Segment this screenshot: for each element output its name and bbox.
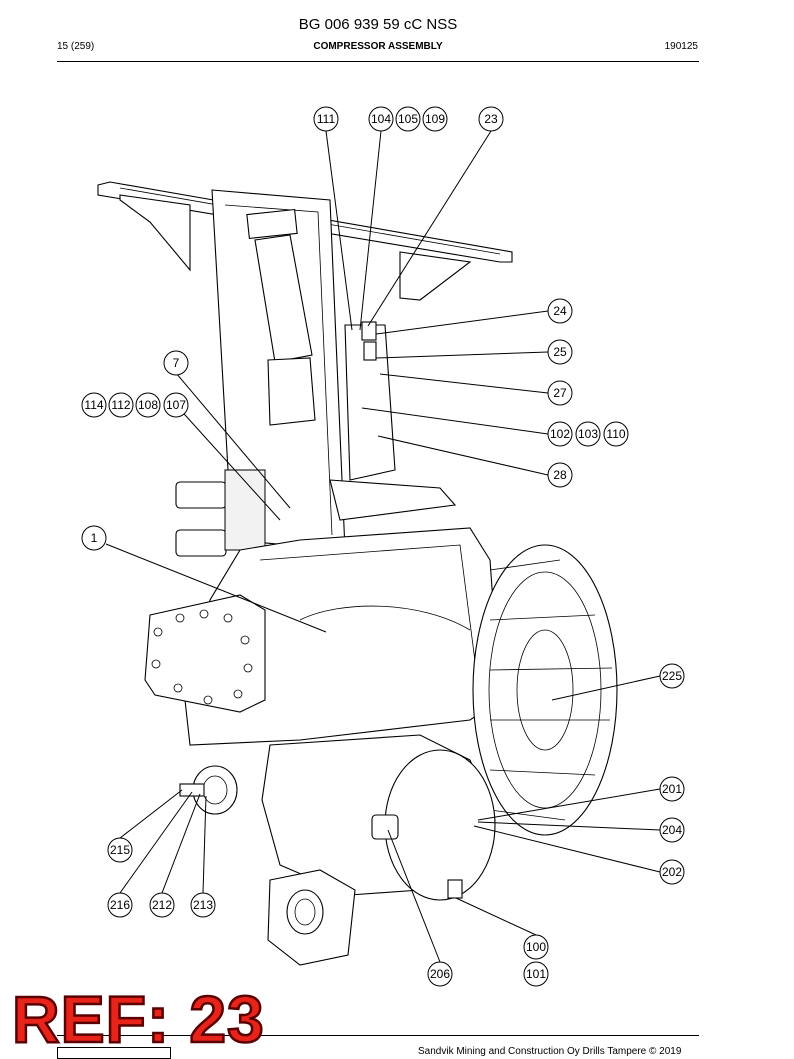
- date-code: 190125: [664, 41, 698, 52]
- svg-text:201: 201: [662, 782, 682, 796]
- svg-text:1: 1: [91, 531, 98, 545]
- svg-text:225: 225: [662, 669, 682, 683]
- callout-105: 105: [395, 106, 421, 132]
- svg-text:28: 28: [553, 468, 567, 482]
- svg-text:204: 204: [662, 823, 682, 837]
- svg-text:114: 114: [84, 398, 103, 412]
- page-number: 15 (259): [57, 41, 95, 52]
- drain-fitting: [447, 879, 463, 899]
- svg-text:109: 109: [425, 112, 445, 126]
- header-divider: [57, 61, 699, 62]
- svg-text:103: 103: [578, 427, 598, 441]
- callout-23: 23: [478, 106, 504, 132]
- fitting-24: [361, 321, 377, 341]
- callout-109: 109: [422, 106, 448, 132]
- callout-111: 111: [313, 106, 339, 132]
- svg-text:100: 100: [526, 940, 546, 954]
- callout-25: 25: [547, 339, 573, 365]
- callout-27: 27: [547, 380, 573, 406]
- svg-text:24: 24: [553, 304, 567, 318]
- svg-text:105: 105: [398, 112, 418, 126]
- actuator-cylinder: [254, 234, 313, 363]
- sensor-plug: [371, 814, 399, 840]
- svg-text:7: 7: [173, 356, 180, 370]
- callout-213: 213: [190, 892, 216, 918]
- callout-204: 204: [659, 817, 685, 843]
- callout-202: 202: [659, 859, 685, 885]
- svg-text:25: 25: [553, 345, 567, 359]
- solenoid-valve-lower: [175, 529, 227, 557]
- rail-support-right: [399, 251, 472, 301]
- rail-support-left: [119, 194, 191, 272]
- svg-text:102: 102: [550, 427, 570, 441]
- assembly-illustration: [97, 181, 618, 966]
- foot-bracket: [329, 479, 457, 521]
- reference-stamp: REF: 23: [11, 982, 265, 1056]
- callouts: 111 104 105 109 23 24 25 27 102 103 110 …: [81, 106, 685, 987]
- svg-text:206: 206: [430, 967, 450, 981]
- leader-lines: [105, 130, 661, 963]
- front-cover: [144, 594, 266, 713]
- callout-110: 110: [603, 421, 629, 447]
- cage-ribs: [489, 559, 613, 821]
- callout-101: 101: [523, 961, 549, 987]
- svg-text:215: 215: [110, 843, 130, 857]
- footer-divider: [57, 1035, 699, 1036]
- actuator-linkage: [267, 357, 316, 426]
- callout-212: 212: [149, 892, 175, 918]
- callout-7: 7: [163, 350, 189, 376]
- svg-text:213: 213: [193, 898, 213, 912]
- svg-text:216: 216: [110, 898, 130, 912]
- svg-text:202: 202: [662, 865, 682, 879]
- callout-215: 215: [107, 837, 133, 863]
- solenoid-valve-upper: [175, 481, 227, 509]
- svg-text:101: 101: [526, 967, 546, 981]
- callout-216: 216: [107, 892, 133, 918]
- svg-text:107: 107: [166, 398, 186, 412]
- svg-text:212: 212: [152, 898, 172, 912]
- callout-100: 100: [523, 934, 549, 960]
- svg-text:27: 27: [553, 386, 567, 400]
- footer-copyright: Sandvik Mining and Construction Oy Drill…: [418, 1046, 682, 1057]
- callout-225: 225: [659, 663, 685, 689]
- callout-114: 114: [81, 392, 107, 418]
- callout-28: 28: [547, 462, 573, 488]
- callout-104: 104: [368, 106, 394, 132]
- callout-108: 108: [135, 392, 161, 418]
- callout-112: 112: [108, 392, 134, 418]
- fitting-25: [363, 341, 377, 361]
- svg-text:108: 108: [138, 398, 158, 412]
- svg-text:111: 111: [317, 112, 336, 126]
- svg-text:23: 23: [484, 112, 498, 126]
- callout-107: 107: [163, 392, 189, 418]
- callout-102: 102: [547, 421, 573, 447]
- cover-bolts: [151, 609, 253, 705]
- document-number: BG 006 939 59 cC NSS: [298, 16, 458, 33]
- callout-24: 24: [547, 298, 573, 324]
- section-title: COMPRESSOR ASSEMBLY: [313, 41, 443, 52]
- callout-201: 201: [659, 776, 685, 802]
- callout-1: 1: [81, 525, 107, 551]
- svg-text:112: 112: [111, 398, 130, 412]
- callout-103: 103: [575, 421, 601, 447]
- actuator-head: [246, 208, 298, 240]
- callout-206: 206: [427, 961, 453, 987]
- bell-housing: [472, 544, 618, 836]
- svg-text:104: 104: [371, 112, 391, 126]
- svg-text:110: 110: [606, 427, 625, 441]
